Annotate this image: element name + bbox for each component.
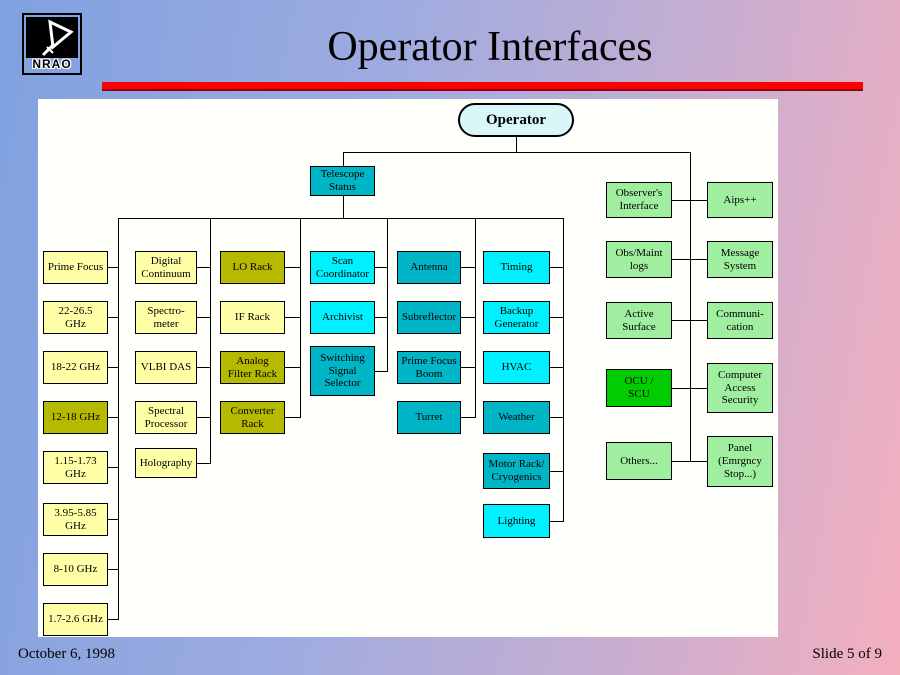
nrao-logo: NRAO: [22, 13, 82, 75]
node-operator: Operator: [458, 103, 574, 137]
connector-line: [197, 367, 210, 368]
node-converter-rack: Converter Rack: [220, 401, 285, 434]
connector-line: [461, 317, 475, 318]
connector-line: [550, 267, 563, 268]
node-communication: Communi- cation: [707, 302, 773, 339]
node-obs-maint-logs: Obs/Maint logs: [606, 241, 672, 278]
connector-line: [285, 417, 300, 418]
node-hvac: HVAC: [483, 351, 550, 384]
node-prime-focus: Prime Focus: [43, 251, 108, 284]
node-1-7-2-6-ghz: 1.7-2.6 GHz: [43, 603, 108, 636]
connector-line: [197, 463, 210, 464]
connector-line: [343, 152, 344, 166]
connector-line: [343, 196, 344, 218]
connector-line: [550, 521, 563, 522]
connector-line: [475, 218, 476, 418]
node-computer-access-security: Computer Access Security: [707, 363, 773, 413]
slide-number: Slide 5 of 9: [812, 646, 882, 662]
slide-title: Operator Interfaces: [327, 24, 653, 70]
connector-line: [672, 461, 707, 462]
connector-line: [108, 619, 118, 620]
node-switching-signal-selector: Switching Signal Selector: [310, 346, 375, 396]
node-panel-emergency-stop: Panel (Emrgncy Stop...): [707, 436, 773, 487]
node-weather: Weather: [483, 401, 550, 434]
connector-line: [108, 569, 118, 570]
connector-line: [672, 388, 707, 389]
connector-line: [375, 317, 387, 318]
node-18-22-ghz: 18-22 GHz: [43, 351, 108, 384]
node-scan-coordinator: Scan Coordinator: [310, 251, 375, 284]
connector-line: [461, 417, 475, 418]
node-8-10-ghz: 8-10 GHz: [43, 553, 108, 586]
connector-line: [197, 317, 210, 318]
connector-line: [461, 367, 475, 368]
connector-line: [108, 519, 118, 520]
connector-line: [343, 152, 691, 153]
node-telescope-status: Telescope Status: [310, 166, 375, 196]
node-turret: Turret: [397, 401, 461, 434]
node-12-18-ghz: 12-18 GHz: [43, 401, 108, 434]
connector-line: [285, 317, 300, 318]
node-ocu-scu: OCU / SCU: [606, 369, 672, 407]
node-antenna: Antenna: [397, 251, 461, 284]
connector-line: [690, 152, 691, 462]
nrao-logo-text: NRAO: [32, 57, 72, 71]
connector-line: [672, 320, 707, 321]
connector-line: [375, 267, 387, 268]
connector-line: [461, 267, 475, 268]
connector-line: [387, 218, 388, 372]
node-message-system: Message System: [707, 241, 773, 278]
connector-line: [563, 218, 564, 522]
node-1-15-1-73-ghz: 1.15-1.73 GHz: [43, 451, 108, 484]
connector-line: [197, 267, 210, 268]
node-digital-continuum: Digital Continuum: [135, 251, 197, 284]
connector-line: [550, 471, 563, 472]
node-observers-interface: Observer's Interface: [606, 182, 672, 218]
connector-line: [210, 218, 211, 464]
node-timing: Timing: [483, 251, 550, 284]
connector-line: [197, 417, 210, 418]
node-backup-generator: Backup Generator: [483, 301, 550, 334]
node-if-rack: IF Rack: [220, 301, 285, 334]
slide-date: October 6, 1998: [18, 646, 116, 662]
connector-line: [672, 200, 707, 201]
node-vlbi-das: VLBI DAS: [135, 351, 197, 384]
node-spectral-processor: Spectral Processor: [135, 401, 197, 434]
node-archivist: Archivist: [310, 301, 375, 334]
node-active-surface: Active Surface: [606, 302, 672, 339]
connector-line: [118, 218, 564, 219]
node-analog-filter-rack: Analog Filter Rack: [220, 351, 285, 384]
node-spectrometer: Spectro- meter: [135, 301, 197, 334]
node-others: Others...: [606, 442, 672, 480]
connector-line: [375, 371, 387, 372]
node-motor-rack-cryogenics: Motor Rack/ Cryogenics: [483, 453, 550, 489]
connector-line: [285, 367, 300, 368]
connector-line: [516, 137, 517, 152]
node-holography: Holography: [135, 448, 197, 478]
node-lo-rack: LO Rack: [220, 251, 285, 284]
connector-line: [285, 267, 300, 268]
connector-line: [118, 218, 119, 620]
connector-line: [550, 317, 563, 318]
connector-line: [108, 267, 118, 268]
node-lighting: Lighting: [483, 504, 550, 538]
connector-line: [108, 417, 118, 418]
connector-line: [550, 417, 563, 418]
connector-line: [108, 317, 118, 318]
antenna-dish-icon: [26, 17, 78, 58]
node-prime-focus-boom: Prime Focus Boom: [397, 351, 461, 384]
node-3-95-5-85-ghz: 3.95-5.85 GHz: [43, 503, 108, 536]
title-underline: [102, 82, 863, 91]
connector-line: [300, 218, 301, 418]
connector-line: [108, 467, 118, 468]
connector-line: [108, 367, 118, 368]
node-aips: Aips++: [707, 182, 773, 218]
connector-line: [550, 367, 563, 368]
connector-line: [672, 259, 707, 260]
node-22-26-5-ghz: 22-26.5 GHz: [43, 301, 108, 334]
node-subreflector: Subreflector: [397, 301, 461, 334]
